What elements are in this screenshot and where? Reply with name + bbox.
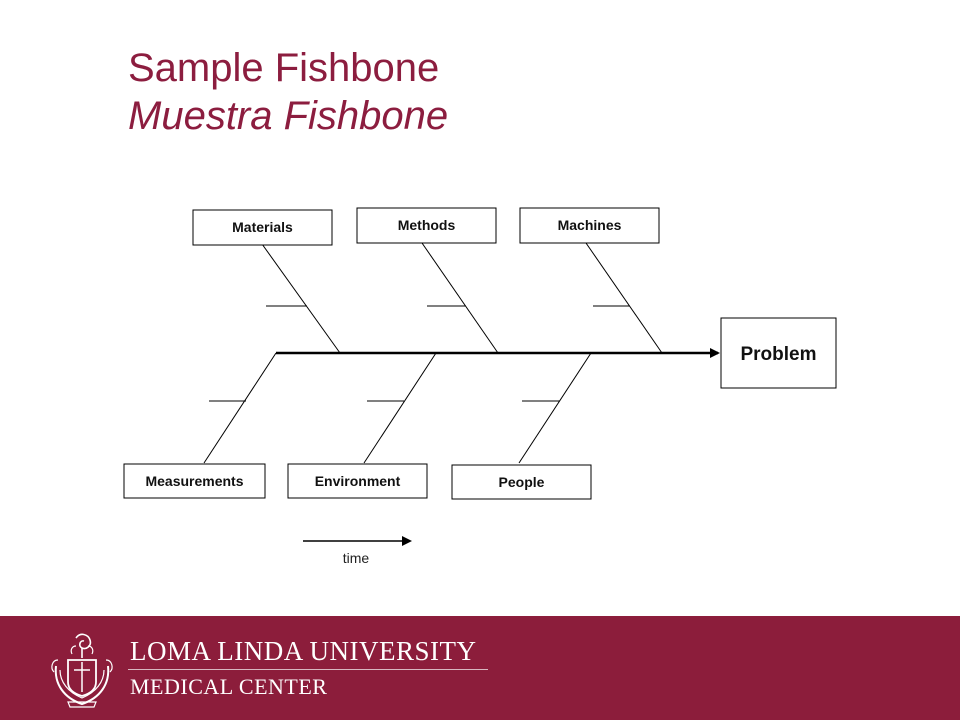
bone-materials xyxy=(261,243,341,354)
time-label: time xyxy=(343,550,370,566)
category-label-measurements: Measurements xyxy=(145,473,243,489)
category-label-environment: Environment xyxy=(315,473,401,489)
bone-environment xyxy=(363,352,437,464)
bone-machines xyxy=(585,242,663,354)
footer-divider xyxy=(128,669,488,670)
category-box-people: People xyxy=(451,464,592,500)
category-box-machines: Machines xyxy=(519,207,660,244)
university-seal-icon xyxy=(51,633,113,708)
category-label-materials: Materials xyxy=(232,219,293,235)
footer-bar: LOMA LINDA UNIVERSITY MEDICAL CENTER xyxy=(0,616,960,720)
problem-label: Problem xyxy=(740,344,816,365)
bone-methods xyxy=(421,242,499,354)
category-label-methods: Methods xyxy=(398,217,456,233)
problem-box: Problem xyxy=(720,317,837,389)
fishbone-diagram: Materials Methods Machines Measurements … xyxy=(123,207,837,566)
bone-measurements xyxy=(203,352,277,464)
slide-title: Sample Fishbone xyxy=(128,46,440,90)
category-box-materials: Materials xyxy=(192,209,333,246)
category-label-machines: Machines xyxy=(558,217,622,233)
slide-subtitle: Muestra Fishbone xyxy=(128,94,449,138)
bone-people xyxy=(518,352,592,464)
slide-title-block: Sample Fishbone Muestra Fishbone xyxy=(128,44,448,140)
institution-name: LOMA LINDA UNIVERSITY xyxy=(130,636,477,666)
category-box-methods: Methods xyxy=(356,207,497,244)
category-box-environment: Environment xyxy=(287,463,428,499)
category-box-measurements: Measurements xyxy=(123,463,266,499)
category-label-people: People xyxy=(499,474,545,490)
institution-division: MEDICAL CENTER xyxy=(130,674,328,699)
